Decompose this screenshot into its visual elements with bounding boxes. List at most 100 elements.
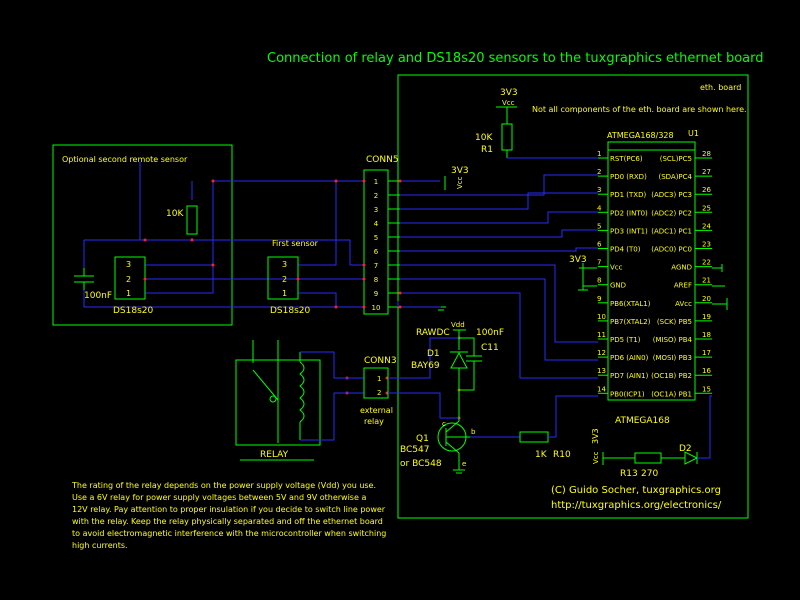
mcu-pin-number: 14: [597, 385, 606, 393]
mcu-pin-name: PB0(ICP1): [610, 390, 645, 398]
mcu-pin-number: 18: [702, 331, 711, 339]
mcu-pin-name: Vcc: [610, 264, 623, 272]
svg-text:Use a 6V relay for power supp: Use a 6V relay for power supply voltages…: [72, 493, 366, 502]
mcu-gnd-symbol: [578, 285, 597, 291]
mcu-pin-number: 9: [597, 295, 601, 303]
mcu-u1: ATMEGA168/328 U1 ATMEGA168 1RST(PC6)2PD0…: [597, 129, 712, 426]
mcu-pin-number: 11: [597, 331, 606, 339]
mcu-pin-name: AGND: [671, 264, 692, 272]
svg-text:3: 3: [126, 260, 131, 269]
mcu-pin-name: GND: [610, 282, 626, 290]
remote-sensor-title: Optional second remote sensor: [62, 155, 188, 164]
mcu-pin-number: 6: [597, 241, 602, 249]
svg-text:100nF: 100nF: [476, 328, 504, 338]
conn5-pin-number: 2: [374, 192, 378, 200]
mcu-pin-name: (OC1A) PB1: [651, 390, 692, 398]
mcu-pin-name: (ADC2) PC2: [651, 209, 692, 217]
relay-rating-note: The rating of the relay depends on the p…: [71, 481, 386, 550]
mcu-pin-name: (ADC0) PC0: [651, 246, 692, 254]
mcu-pin-number: 2: [597, 168, 601, 176]
mcu-header: ATMEGA168/328: [607, 131, 674, 140]
mcu-pin-number: 15: [702, 385, 711, 393]
mcu-pin-name: AVcc: [675, 300, 692, 308]
svg-text:external: external: [360, 406, 393, 415]
svg-text:RAWDC: RAWDC: [416, 328, 450, 338]
conn5-pin-number: 3: [374, 206, 378, 214]
mcu-pin-number: 24: [702, 222, 711, 230]
mcu-pin-number: 23: [702, 241, 711, 249]
mcu-pin-name: (MISO) PB4: [653, 336, 693, 344]
svg-text:The rating of the relay depend: The rating of the relay depends on the p…: [71, 481, 376, 490]
conn5-vcc-supply: 3V3 Vcc: [444, 166, 469, 190]
mcu-pin-number: 20: [702, 295, 711, 303]
svg-text:DS18s20: DS18s20: [270, 306, 311, 316]
svg-text:D2: D2: [679, 444, 692, 454]
conn3-connector: CONN3 1 2 external relay: [360, 356, 397, 426]
svg-text:e: e: [462, 460, 466, 468]
diagram-title: Connection of relay and DS18s20 sensors …: [267, 51, 764, 66]
svg-text:BC547: BC547: [400, 445, 429, 455]
conn5-pin-number: 8: [374, 276, 378, 284]
svg-text:3V3: 3V3: [591, 428, 600, 444]
mcu-pin-name: PD3 (INT1): [610, 227, 648, 235]
svg-text:Vcc: Vcc: [592, 451, 600, 464]
svg-text:CONN3: CONN3: [364, 356, 397, 366]
svg-text:10K: 10K: [475, 133, 493, 143]
mcu-footer: ATMEGA168: [615, 416, 670, 426]
eth-board-frame: [397, 74, 749, 519]
eth-board-label: eth. board: [700, 83, 741, 92]
svg-text:2: 2: [126, 275, 131, 284]
mcu-pin-name: PD7 (AIN1): [610, 372, 649, 380]
mcu-pin-name: (SCK) PB5: [657, 318, 692, 326]
mcu-pin-number: 21: [702, 277, 711, 285]
svg-text:b: b: [471, 428, 476, 436]
r10-resistor: 1K R10: [519, 431, 571, 460]
relay-symbol: RELAY: [235, 340, 321, 461]
mcu-pin-number: 17: [702, 349, 711, 357]
mcu-pin-number: 16: [702, 367, 711, 375]
mcu-pin-name: (SDA)PC4: [658, 173, 692, 181]
mcu-pin-number: 8: [597, 277, 601, 285]
svg-text:Vcc: Vcc: [502, 99, 515, 107]
svg-text:1: 1: [282, 289, 287, 298]
mcu-pin-name: PB7(XTAL2): [610, 318, 651, 326]
mcu-pin-number: 25: [702, 204, 711, 212]
mcu-pin-number: 12: [597, 349, 606, 357]
svg-text:C11: C11: [481, 343, 499, 353]
svg-text:R1: R1: [481, 145, 493, 155]
svg-text:Vdd: Vdd: [451, 321, 465, 329]
conn5-pin-number: 6: [374, 248, 379, 256]
svg-text:3: 3: [282, 260, 287, 269]
mcu-pin-name: PD2 (INT0): [610, 209, 648, 217]
svg-text:with the relay. Keep the rela: with the relay. Keep the relay physicall…: [72, 517, 383, 526]
relay-label: RELAY: [260, 450, 289, 460]
svg-text:relay: relay: [364, 417, 384, 426]
conn5-pin-number: 10: [372, 304, 381, 312]
mcu-vcc-supply: 3V3: [569, 255, 597, 290]
svg-text:1: 1: [377, 375, 381, 383]
d2-r13: 3V3 Vcc R13 270 D2: [591, 428, 699, 479]
mcu-pin-name: (ADC1) PC1: [651, 227, 692, 235]
conn5-pin-number: 5: [374, 234, 378, 242]
svg-text:or BC548: or BC548: [400, 459, 442, 469]
svg-text:high currents.: high currents.: [72, 541, 128, 550]
svg-text:First sensor: First sensor: [272, 239, 319, 248]
svg-text:10K: 10K: [166, 209, 184, 219]
mcu-pin-name: (MOSI) PB3: [653, 354, 692, 362]
mcu-pin-name: PD4 (T0): [610, 246, 641, 254]
conn5-pin-number: 7: [374, 262, 378, 270]
mcu-pin-name: PD0 (RXD): [610, 173, 647, 181]
mcu-pin-name: PB6(XTAL1): [610, 300, 651, 308]
mcu-pin-name: PD1 (TXD): [610, 191, 646, 199]
conn5-pin-number: 4: [374, 220, 379, 228]
conn5-pin-number: 9: [374, 290, 378, 298]
mcu-pin-name: RST(PC6): [610, 155, 643, 163]
remote-sensor-frame: [52, 144, 233, 326]
mcu-pin-number: 5: [597, 222, 601, 230]
svg-text:D1: D1: [427, 349, 440, 359]
svg-text:Vcc: Vcc: [456, 176, 464, 189]
svg-text:1: 1: [126, 289, 131, 298]
svg-text:270: 270: [641, 469, 658, 479]
svg-text:1K: 1K: [535, 450, 548, 460]
